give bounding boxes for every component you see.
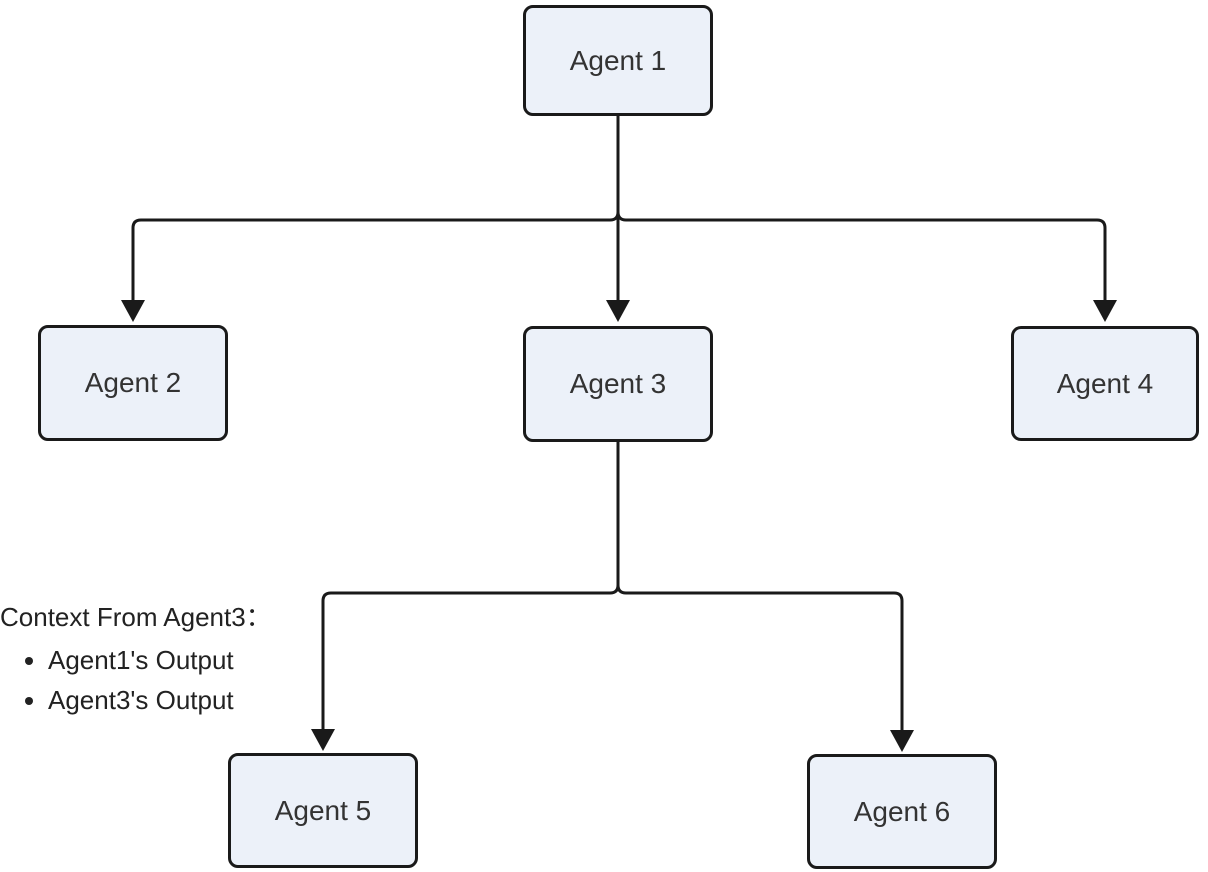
context-annotation-list: Agent1's Output Agent3's Output — [0, 640, 290, 720]
arrowhead-agent4 — [1093, 300, 1117, 322]
context-annotation-item: Agent1's Output — [48, 640, 290, 680]
node-agent-2: Agent 2 — [38, 325, 228, 441]
node-agent-4-label: Agent 4 — [1056, 367, 1154, 399]
node-agent-6-label: Agent 6 — [853, 795, 951, 827]
node-agent-4: Agent 4 — [1011, 326, 1199, 441]
node-agent-3: Agent 3 — [523, 326, 713, 442]
edge-agent1-agent2 — [131, 116, 620, 301]
node-agent-5-label: Agent 5 — [274, 794, 372, 826]
node-agent-2-label: Agent 2 — [84, 367, 182, 398]
context-annotation-title: Context From Agent3： — [0, 602, 272, 632]
arrowhead-agent2 — [121, 300, 145, 322]
arrowhead-agent6 — [890, 730, 914, 752]
edge-agent3-agent6 — [616, 442, 904, 731]
arrowhead-agent5 — [311, 729, 335, 751]
context-annotation-item: Agent3's Output — [48, 680, 290, 720]
node-agent-5: Agent 5 — [228, 753, 418, 868]
node-agent-1: Agent 1 — [523, 5, 713, 116]
node-agent-1-label: Agent 1 — [569, 44, 667, 76]
node-agent-6: Agent 6 — [807, 754, 997, 869]
arrowhead-agent3 — [606, 300, 630, 322]
context-annotation: Context From Agent3： Agent1's Output Age… — [0, 600, 290, 720]
edge-agent3-agent5 — [321, 442, 620, 730]
node-agent-3-label: Agent 3 — [569, 368, 667, 399]
edge-agent1-agent4 — [616, 116, 1107, 301]
